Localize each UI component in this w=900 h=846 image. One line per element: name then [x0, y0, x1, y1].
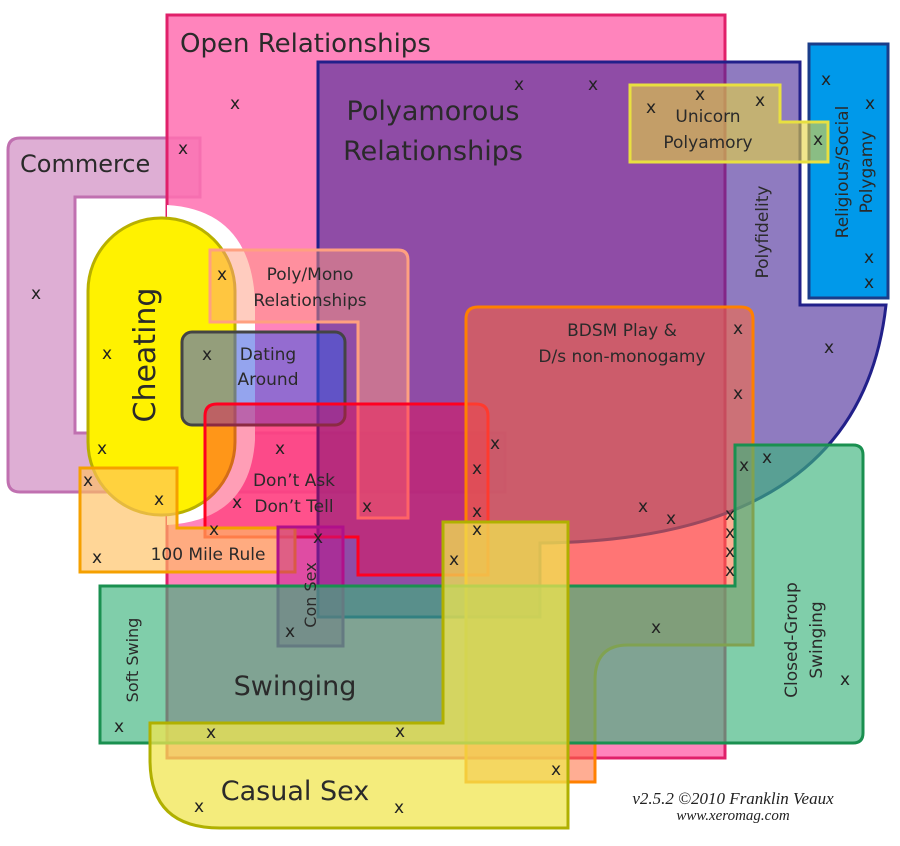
- example-marker: x: [194, 797, 204, 817]
- label-polyamorous-2: Relationships: [343, 136, 523, 167]
- region-poly-mono: [208, 248, 410, 520]
- label-unicorn-2: Polyamory: [663, 133, 752, 153]
- label-closed-swinging: Swinging: [807, 601, 827, 678]
- credit-url: www.xeromag.com: [676, 808, 789, 824]
- example-marker: x: [230, 94, 240, 114]
- example-marker: x: [864, 273, 874, 293]
- label-bdsm: BDSM Play &: [567, 321, 677, 341]
- label-religious: Religious/Social: [833, 106, 853, 239]
- example-marker: x: [285, 622, 295, 642]
- region-casual-sex: [148, 520, 570, 830]
- example-marker: x: [865, 94, 875, 114]
- label-casual-sex: Casual Sex: [221, 776, 369, 807]
- label-poly-mono: Poly/Mono: [267, 265, 354, 285]
- example-marker: x: [666, 509, 676, 529]
- label-bdsm-2: D/s non-monogamy: [538, 347, 705, 367]
- label-poly-mono-2: Relationships: [253, 291, 366, 311]
- example-marker: x: [638, 497, 648, 517]
- label-polygamy: Polygamy: [857, 131, 877, 214]
- label-cheating: Cheating: [128, 288, 163, 423]
- example-marker: x: [472, 502, 482, 522]
- region-dating-around: [180, 330, 347, 427]
- example-marker: x: [449, 550, 459, 570]
- example-marker: x: [395, 722, 405, 742]
- example-marker: x: [83, 471, 93, 491]
- example-marker: x: [733, 384, 743, 404]
- example-marker: x: [313, 528, 323, 548]
- label-around: Around: [238, 370, 299, 390]
- label-dont-ask: Don’t Ask: [253, 471, 335, 491]
- example-marker: x: [651, 618, 661, 638]
- example-marker: x: [362, 497, 372, 517]
- example-marker: x: [472, 459, 482, 479]
- example-marker: x: [551, 760, 561, 780]
- example-marker: x: [275, 439, 285, 459]
- example-marker: x: [472, 520, 482, 540]
- label-unicorn: Unicorn: [675, 107, 740, 127]
- example-marker: x: [588, 75, 598, 95]
- example-marker: x: [209, 520, 219, 540]
- example-marker: x: [695, 85, 705, 105]
- example-marker: x: [725, 505, 735, 525]
- region-religious-polygamy: [807, 42, 890, 300]
- example-marker: x: [202, 345, 212, 365]
- example-marker: x: [840, 670, 850, 690]
- example-marker: x: [178, 139, 188, 159]
- example-marker: x: [725, 561, 735, 581]
- example-marker: x: [97, 439, 107, 459]
- example-marker: x: [154, 490, 164, 510]
- example-marker: x: [102, 344, 112, 364]
- region-unicorn-polyamory: [628, 83, 830, 164]
- label-polyfidelity: Polyfidelity: [753, 186, 773, 279]
- example-marker: x: [739, 456, 749, 476]
- label-soft-swing: Soft Swing: [123, 618, 142, 703]
- example-marker: x: [394, 798, 404, 818]
- label-dont-tell: Don’t Tell: [254, 497, 333, 517]
- example-marker: x: [31, 284, 41, 304]
- label-100-mile-rule: 100 Mile Rule: [151, 545, 266, 565]
- label-open-relationships: Open Relationships: [180, 29, 431, 59]
- example-marker: x: [646, 98, 656, 118]
- label-polyamorous: Polyamorous: [347, 96, 520, 127]
- example-marker: x: [725, 542, 735, 562]
- example-marker: x: [232, 493, 242, 513]
- example-marker: x: [490, 434, 500, 454]
- example-marker: x: [821, 70, 831, 90]
- label-swinging: Swinging: [234, 671, 357, 702]
- example-marker: x: [824, 338, 834, 358]
- label-dating: Dating: [240, 345, 296, 365]
- label-closed-group: Closed-Group: [782, 582, 802, 698]
- example-marker: x: [206, 723, 216, 743]
- example-marker: x: [114, 717, 124, 737]
- example-marker: x: [864, 248, 874, 268]
- example-marker: x: [725, 523, 735, 543]
- example-marker: x: [92, 548, 102, 568]
- example-marker: x: [733, 319, 743, 339]
- credit-line: v2.5.2 ©2010 Franklin Veaux: [632, 789, 834, 808]
- label-commerce: Commerce: [20, 150, 150, 178]
- example-marker: x: [755, 91, 765, 111]
- example-marker: x: [217, 265, 227, 285]
- example-marker: x: [762, 448, 772, 468]
- example-marker: x: [813, 130, 823, 150]
- example-marker: x: [514, 75, 524, 95]
- label-con-sex: Con Sex: [301, 562, 320, 627]
